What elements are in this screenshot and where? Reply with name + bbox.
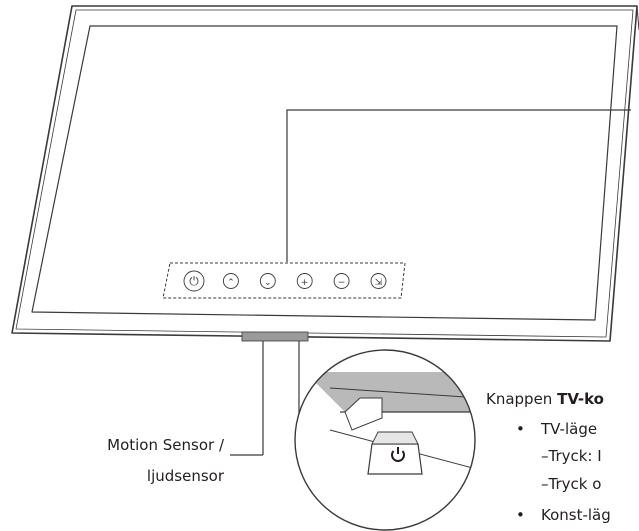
control-panel-callout-line [286,109,631,262]
power-icon: ⏻ [183,270,205,292]
motion-sensor-label-line1: Motion Sensor / [107,436,224,454]
tv-screen [31,25,618,321]
description-item-1: TV-läge [541,420,598,438]
description-intro-prefix: Knappen [486,390,558,408]
channel-down-icon: ⌄ [259,273,276,289]
channel-up-icon: ⌃ [222,273,239,289]
description-item-1-bullet: • [516,420,525,438]
channel-down-glyph: ⌄ [264,278,272,288]
source-ring [370,273,387,289]
volume-down-glyph: − [338,278,346,288]
volume-down-icon: − [333,273,350,289]
zoom-detail [295,350,475,530]
description-item-4-bullet: • [516,506,525,524]
power-glyph: ⏻ [189,274,199,288]
motion-sensor-label-line2: ljudsensor [146,467,224,485]
zoom-circle [294,349,476,531]
zoom-bezel-step [344,397,383,431]
power-ring [183,270,205,292]
volume-up-icon: + [296,273,313,289]
channel-up-ring [222,273,239,289]
tv-frame [11,5,639,342]
control-panel-outline [162,262,406,299]
tv-outer-edge [11,5,638,342]
volume-up-glyph: + [301,278,309,288]
volume-down-ring [333,273,350,289]
description-item-2: –Tryck: I [541,447,602,465]
channel-up-glyph: ⌃ [227,278,235,288]
description-intro: Knappen TV-ko [486,390,604,408]
source-icon: ⇲ [370,273,387,289]
description-intro-bold: TV-ko [557,390,604,408]
description-item-4: Konst-läg [541,506,611,524]
tv-bezel-edge [15,9,634,338]
description-item-3: –Tryck o [541,475,602,493]
motion-sensor [241,331,309,342]
source-glyph: ⇲ [375,278,383,288]
channel-down-ring [259,273,276,289]
zoom-power-icon [391,447,405,462]
control-panel: ⏻ ⌃ ⌄ + − ⇲ [162,262,406,299]
volume-up-ring [296,273,313,289]
